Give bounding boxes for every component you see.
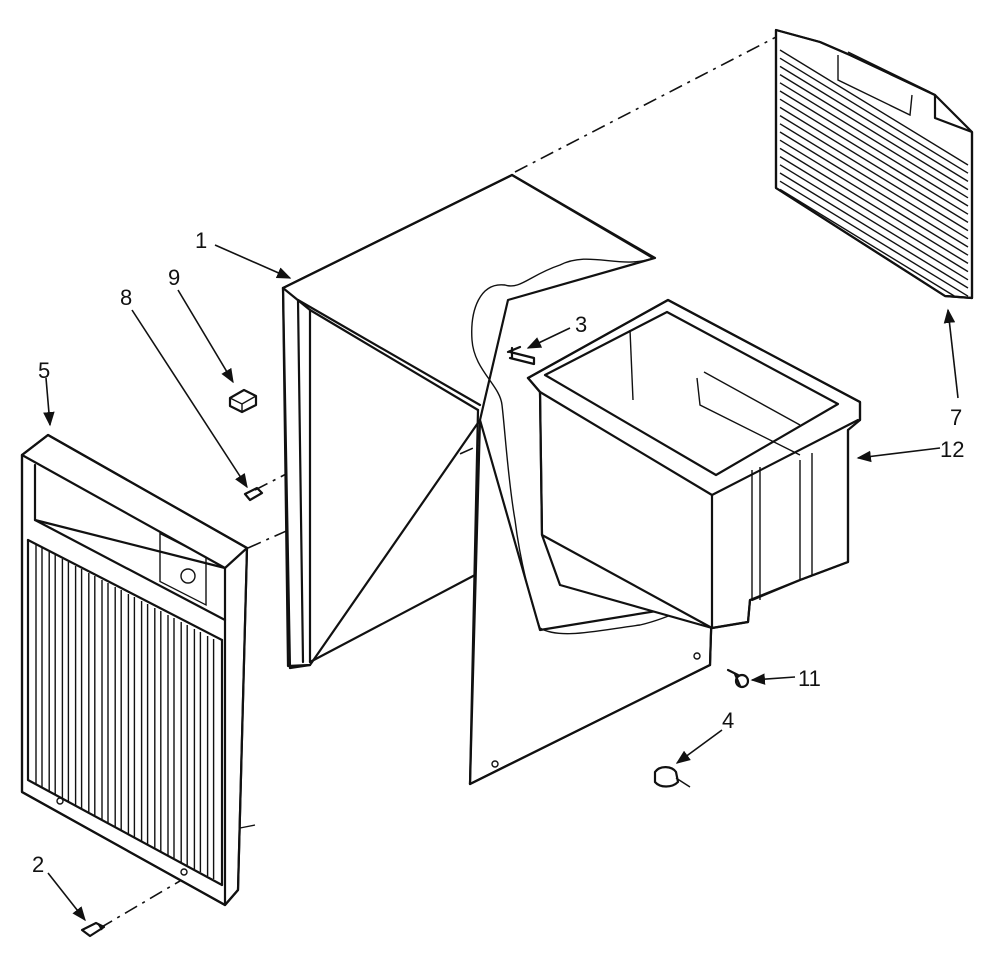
grille-slat-line	[779, 123, 969, 240]
rear-grille-slats	[779, 49, 969, 297]
callout-5: 5	[38, 358, 50, 383]
callout-12: 12	[940, 437, 964, 462]
callout-1: 1	[195, 228, 207, 253]
part-3-screw	[506, 345, 536, 366]
callout-11: 11	[798, 666, 821, 691]
front-panel-louvers	[35, 545, 215, 879]
part-8-plug	[243, 486, 264, 502]
grille-slat-line	[779, 82, 969, 199]
part-7-rear-grille	[774, 28, 974, 300]
callout-9: 9	[168, 265, 180, 290]
grille-slat-line	[779, 131, 969, 248]
grille-slat-line	[779, 49, 969, 166]
grille-slat-line	[779, 156, 969, 273]
grille-slat-line	[779, 74, 969, 191]
grille-slat-line	[779, 164, 969, 281]
part-12-bucket	[526, 298, 862, 630]
callout-7: 7	[950, 405, 962, 430]
part-5-front-panel	[20, 433, 256, 907]
part-2-screw	[80, 921, 106, 938]
part-11-screw	[726, 668, 750, 689]
grille-slat-line	[779, 180, 969, 297]
grille-slat-line	[779, 90, 969, 207]
callout-2: 2	[32, 852, 44, 877]
grille-slat-line	[779, 106, 969, 223]
part-1-cabinet	[281, 173, 714, 786]
callout-4: 4	[722, 708, 734, 733]
callout-3: 3	[575, 312, 587, 337]
grille-slat-line	[779, 65, 969, 182]
part-4-foot	[653, 766, 691, 788]
grille-slat-line	[779, 57, 969, 174]
grille-slat-line	[779, 98, 969, 215]
callout-8: 8	[120, 285, 132, 310]
grille-slat-line	[779, 147, 969, 264]
callout-leaders	[43, 244, 959, 922]
grille-slat-line	[779, 172, 969, 289]
grille-slat-line	[779, 115, 969, 232]
part-9-block	[228, 388, 258, 414]
grille-slat-line	[779, 188, 955, 297]
grille-slat-line	[779, 139, 969, 256]
